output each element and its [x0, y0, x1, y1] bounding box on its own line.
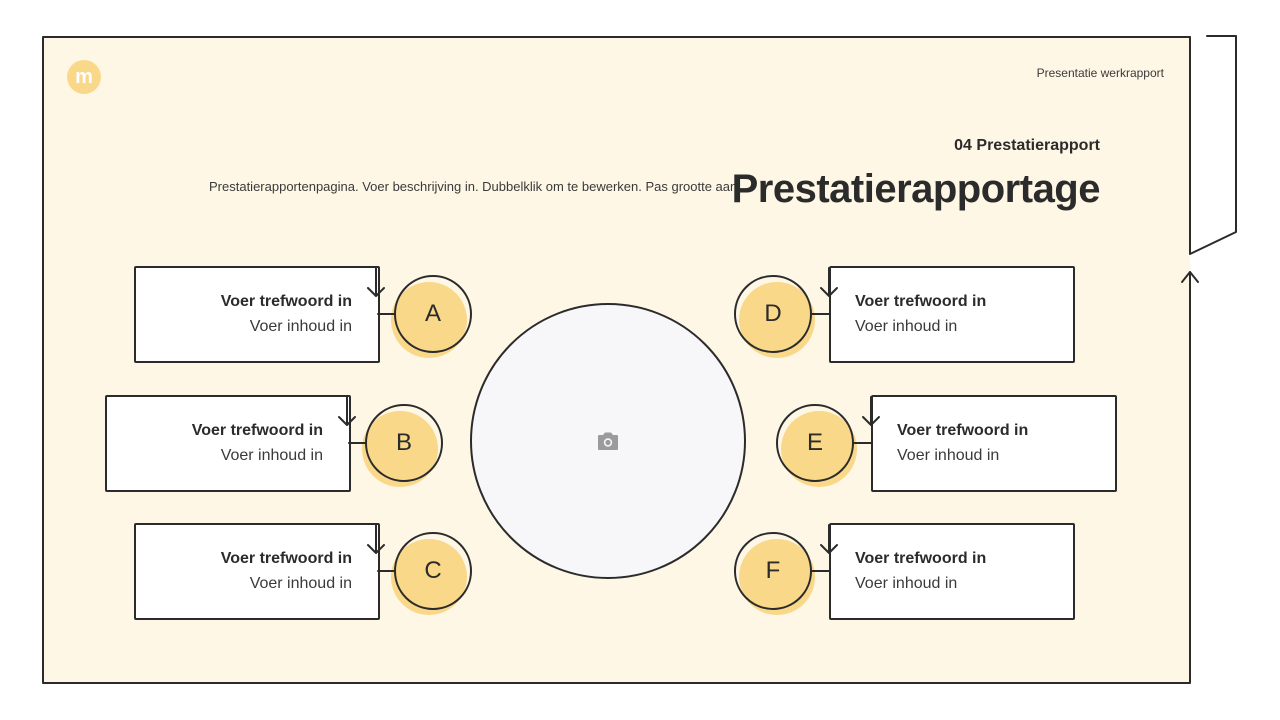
logo-letter: m: [75, 65, 93, 88]
badge-letter-a: A: [424, 300, 441, 327]
keyword-card-f[interactable]: Voer trefwoord in Voer inhoud in: [829, 523, 1075, 620]
brand-logo: m: [67, 60, 101, 94]
card-keyword[interactable]: Voer trefwoord in: [220, 292, 352, 310]
card-keyword[interactable]: Voer trefwoord in: [220, 549, 352, 567]
card-content[interactable]: Voer inhoud in: [855, 317, 958, 335]
keyword-card-b[interactable]: Voer trefwoord in Voer inhoud in: [105, 395, 351, 492]
card-content[interactable]: Voer inhoud in: [855, 574, 958, 592]
description-text[interactable]: Prestatierapportenpagina. Voer beschrijv…: [209, 179, 741, 194]
keyword-card-d[interactable]: Voer trefwoord in Voer inhoud in: [829, 266, 1075, 363]
badge-letter-f: F: [765, 557, 781, 584]
card-keyword[interactable]: Voer trefwoord in: [855, 292, 987, 310]
badge-letter-b: B: [395, 429, 412, 456]
card-keyword[interactable]: Voer trefwoord in: [855, 549, 987, 567]
section-label[interactable]: 04 Prestatierapport: [954, 137, 1100, 154]
camera-icon[interactable]: [596, 431, 620, 451]
keyword-card-a[interactable]: Voer trefwoord in Voer inhoud in: [134, 266, 380, 363]
page-title[interactable]: Prestatierapportage: [731, 167, 1101, 211]
card-content[interactable]: Voer inhoud in: [897, 446, 1000, 464]
badge-letter-d: D: [764, 300, 782, 327]
badge-letter-e: E: [806, 429, 823, 456]
keyword-card-e[interactable]: Voer trefwoord in Voer inhoud in: [871, 395, 1117, 492]
card-content[interactable]: Voer inhoud in: [220, 446, 323, 464]
photo-placeholder[interactable]: [470, 303, 746, 579]
card-keyword[interactable]: Voer trefwoord in: [191, 421, 323, 439]
card-content[interactable]: Voer inhoud in: [249, 317, 352, 335]
card-keyword[interactable]: Voer trefwoord in: [897, 421, 1029, 439]
card-content[interactable]: Voer inhoud in: [249, 574, 352, 592]
report-label: Presentatie werkrapport: [1036, 66, 1164, 80]
badge-letter-c: C: [424, 557, 442, 584]
keyword-card-c[interactable]: Voer trefwoord in Voer inhoud in: [134, 523, 380, 620]
